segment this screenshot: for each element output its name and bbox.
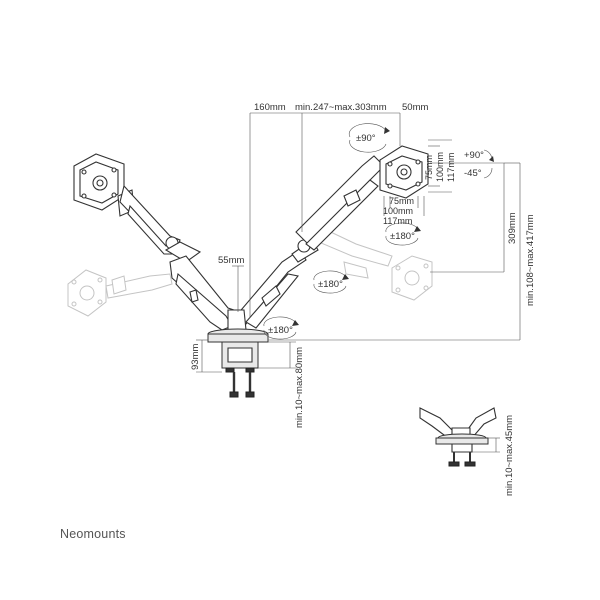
left-arm	[117, 184, 241, 331]
monitor-swivel-label: ±180°	[390, 231, 415, 242]
vesa-117-vertical-label: 117mm	[446, 153, 456, 182]
height-range-label: 309mm	[507, 212, 518, 244]
rotation-symbols	[263, 123, 494, 340]
arm-reach-label: min.247~max.303mm	[295, 102, 387, 113]
vesa-100-vertical-label: 100mm	[435, 152, 445, 182]
right-vesa-plate	[379, 145, 429, 199]
right-arm	[235, 155, 385, 329]
vesa-75-horizontal-label: 75mm	[389, 196, 414, 206]
ghost-positions	[67, 225, 433, 317]
vesa-100-horizontal-label: 100mm	[383, 206, 413, 216]
desk-clamp-range-label: min.10~max.80mm	[294, 347, 305, 428]
desk-clamp	[207, 309, 269, 398]
arm-swivel-label: ±180°	[318, 279, 343, 290]
base-height-label: 93mm	[190, 344, 201, 370]
rotate-90-label: ±90°	[356, 133, 376, 144]
total-height-label: min.108~max.417mm	[525, 214, 536, 306]
tilt-down-label: -45°	[464, 168, 482, 179]
left-vesa-plate	[73, 153, 125, 211]
brand-logo-text: Neomounts	[60, 527, 126, 541]
grommet-range-label: min.10~max.45mm	[504, 415, 515, 496]
vesa-117-horizontal-label: 117mm	[383, 216, 412, 226]
base-swivel-label: ±180°	[268, 325, 293, 336]
tilt-up-label: +90°	[464, 150, 484, 161]
pole-offset-label: 55mm	[218, 255, 244, 266]
vesa-offset-label: 50mm	[402, 102, 428, 113]
dimension-lines	[196, 112, 521, 453]
grommet-inset	[419, 407, 497, 467]
arm-width-label: 160mm	[254, 102, 286, 113]
vesa-75-vertical-label: 75mm	[424, 155, 434, 180]
